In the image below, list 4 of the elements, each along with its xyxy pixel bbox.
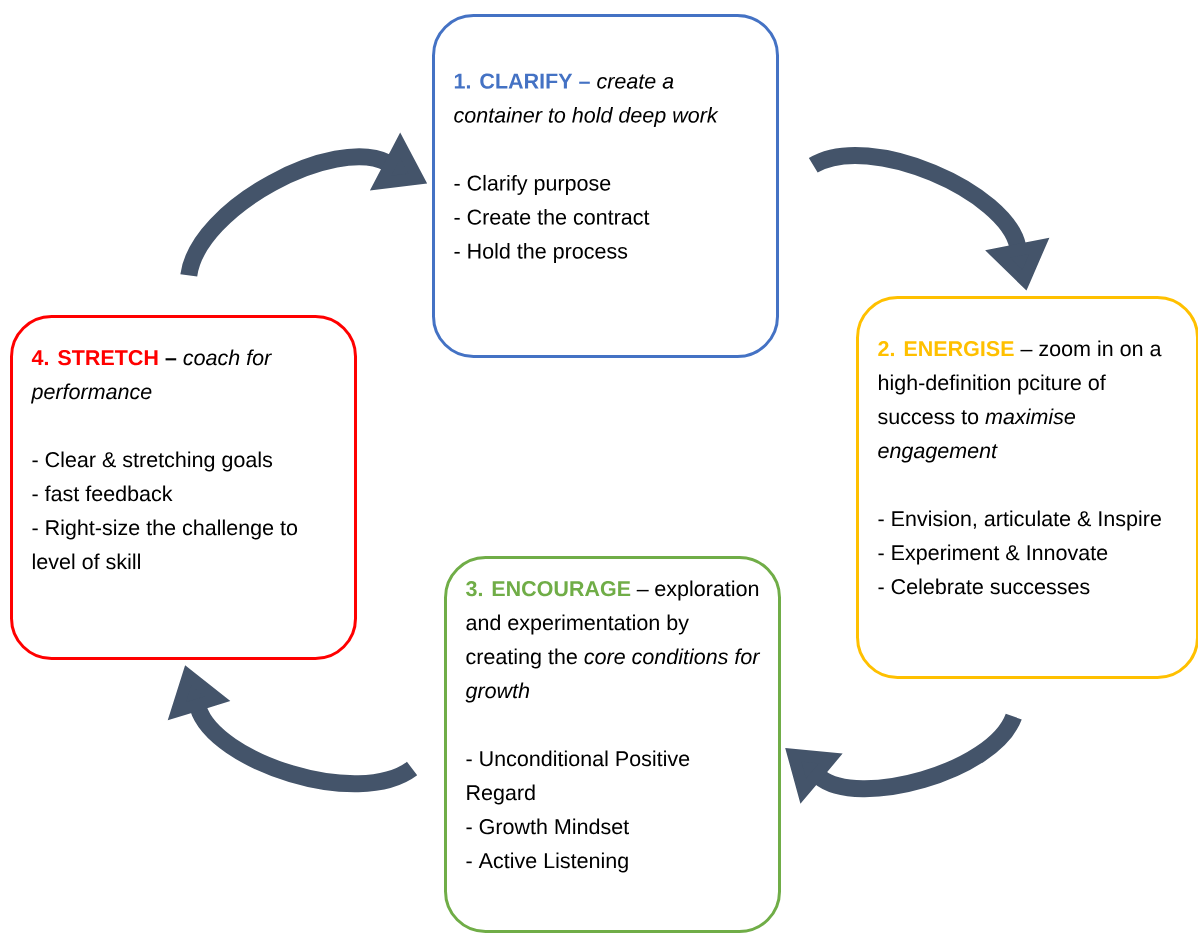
process-box: 1. CLARIFY – create a container to hold deep work - Clarify purpose - Create the contract - Hold the process [432, 14, 779, 358]
process-box: 4. STRETCH – coach for performance - Clear & stretching goals - fast feedback - Right-size the challenge to level of skill [10, 315, 357, 660]
process-box: 2. ENERGISE – zoom in on a high-definition pciture of success to maximise engagement - Envision, articulate & Inspire - Experiment & Innovate - Celebrate successes [856, 296, 1198, 679]
process-box: 3. ENCOURAGE – exploration and experimentation by creating the core conditions for growth - Unconditional Positive Regard - Growth Mindset - Active Listening [444, 556, 781, 933]
